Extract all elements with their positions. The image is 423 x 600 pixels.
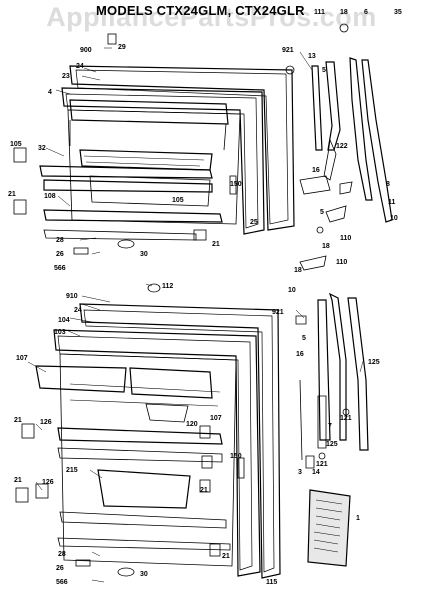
part-label-26-lower: 26 bbox=[56, 565, 64, 572]
part-label-5-upper: 5 bbox=[322, 67, 326, 74]
part-label-30: 29 bbox=[118, 44, 126, 51]
part-label-24-lower: 24 bbox=[74, 307, 82, 314]
part-label-21-lower-right: 21 bbox=[222, 553, 230, 560]
leader-lines bbox=[27, 47, 365, 583]
part-label-104: 104 bbox=[58, 317, 70, 324]
part-label-21-upper-right: 21 bbox=[212, 241, 220, 248]
part-label-215: 215 bbox=[66, 467, 78, 474]
part-label-3: 3 bbox=[298, 469, 302, 476]
part-label-1: 1 bbox=[356, 515, 360, 522]
freezer-door-rack-bar bbox=[39, 165, 213, 193]
part-label-122: 122 bbox=[336, 143, 348, 150]
part-label-110-upper: 110 bbox=[340, 235, 351, 242]
part-label-120: 121 bbox=[340, 415, 352, 422]
part-label-29-lower: 30 bbox=[140, 571, 148, 578]
part-label-4: 4 bbox=[48, 89, 52, 96]
upper-handle-parts bbox=[299, 23, 393, 271]
part-label-21-lower-left-1: 21 bbox=[14, 417, 22, 424]
part-label-110-lower: 110 bbox=[336, 259, 347, 266]
part-label-16-upper: 16 bbox=[312, 167, 320, 174]
part-label-111: 111 bbox=[314, 9, 325, 16]
part-label-6: 6 bbox=[364, 9, 368, 16]
part-label-21-lower-left-2: 21 bbox=[14, 477, 22, 484]
part-label-107-left: 107 bbox=[16, 355, 28, 362]
part-label-25: 25 bbox=[250, 219, 258, 226]
part-label-103: 103 bbox=[54, 329, 66, 336]
part-label-150-lower: 150 bbox=[230, 453, 242, 460]
part-label-29-upper: 30 bbox=[140, 251, 148, 258]
freezer-door-liner bbox=[61, 87, 265, 235]
part-label-125: 125 bbox=[326, 441, 338, 448]
part-label-10-upper: 10 bbox=[390, 215, 398, 222]
lower-handle-parts bbox=[295, 292, 369, 469]
part-label-11: 11 bbox=[388, 199, 396, 206]
part-label-126-1: 126 bbox=[40, 419, 52, 426]
part-label-32: 32 bbox=[38, 145, 46, 152]
part-label-21-lower-mid: 21 bbox=[200, 487, 208, 494]
part-label-112: 112 bbox=[162, 283, 173, 290]
part-label-910: 910 bbox=[66, 293, 78, 300]
part-label-5-mid: 5 bbox=[320, 209, 324, 216]
part-label-28-upper: 28 bbox=[56, 237, 64, 244]
freezer-side-hardware bbox=[13, 33, 295, 255]
part-labels: 29 900 24 23 4 105 32 105 150 21 108 25 … bbox=[8, 9, 402, 586]
part-label-7: 7 bbox=[328, 423, 332, 430]
part-label-26-upper: 26 bbox=[56, 251, 64, 258]
part-label-105-mid: 105 bbox=[172, 197, 184, 204]
part-label-115: 115 bbox=[266, 579, 277, 586]
part-label-566-lower: 566 bbox=[56, 579, 68, 586]
part-label-18-low: 18 bbox=[294, 267, 302, 274]
part-label-126-2: 126 bbox=[42, 479, 54, 486]
part-label-14: 14 bbox=[312, 469, 320, 476]
part-label-105-left: 105 bbox=[10, 141, 22, 148]
part-label-119: 121 bbox=[316, 461, 328, 468]
part-label-566-upper: 566 bbox=[54, 265, 66, 272]
fresh-food-upper-bin bbox=[35, 365, 221, 423]
part-label-921-upper: 921 bbox=[282, 47, 294, 54]
part-label-150-upper: 150 bbox=[230, 181, 242, 188]
diagram-title: MODELS CTX24GLM, CTX24GLR bbox=[96, 3, 305, 18]
part-label-121: 125 bbox=[368, 359, 380, 366]
part-label-108: 108 bbox=[44, 193, 56, 200]
part-label-24: 24 bbox=[76, 63, 84, 70]
part-label-921-lower: 921 bbox=[272, 309, 284, 316]
fresh-food-door-liner bbox=[53, 329, 261, 577]
part-label-23: 23 bbox=[62, 73, 70, 80]
part-label-13: 13 bbox=[308, 53, 316, 60]
fresh-food-door-gasket bbox=[79, 303, 281, 579]
part-label-18-top: 18 bbox=[340, 9, 348, 16]
part-label-8: 8 bbox=[386, 181, 390, 188]
watermark: AppliancePartsPros.com bbox=[46, 2, 377, 32]
freezer-bottom-rail bbox=[43, 209, 223, 241]
part-label-5-lower: 5 bbox=[302, 335, 306, 342]
part-label-10-lower: 10 bbox=[288, 287, 296, 294]
part-label-118: 120 bbox=[186, 421, 198, 428]
part-label-35: 35 bbox=[394, 9, 402, 16]
fresh-food-side-hardware bbox=[15, 283, 245, 577]
part-label-900: 900 bbox=[80, 47, 92, 54]
part-label-107-right: 107 bbox=[210, 415, 222, 422]
part-label-18-mid: 18 bbox=[322, 243, 330, 250]
part-label-21-upper-left: 21 bbox=[8, 191, 16, 198]
fresh-food-door-shelves bbox=[57, 427, 231, 551]
part-label-16-lower: 16 bbox=[296, 351, 304, 358]
part-label-28-lower: 28 bbox=[58, 551, 66, 558]
instruction-card bbox=[307, 489, 351, 567]
